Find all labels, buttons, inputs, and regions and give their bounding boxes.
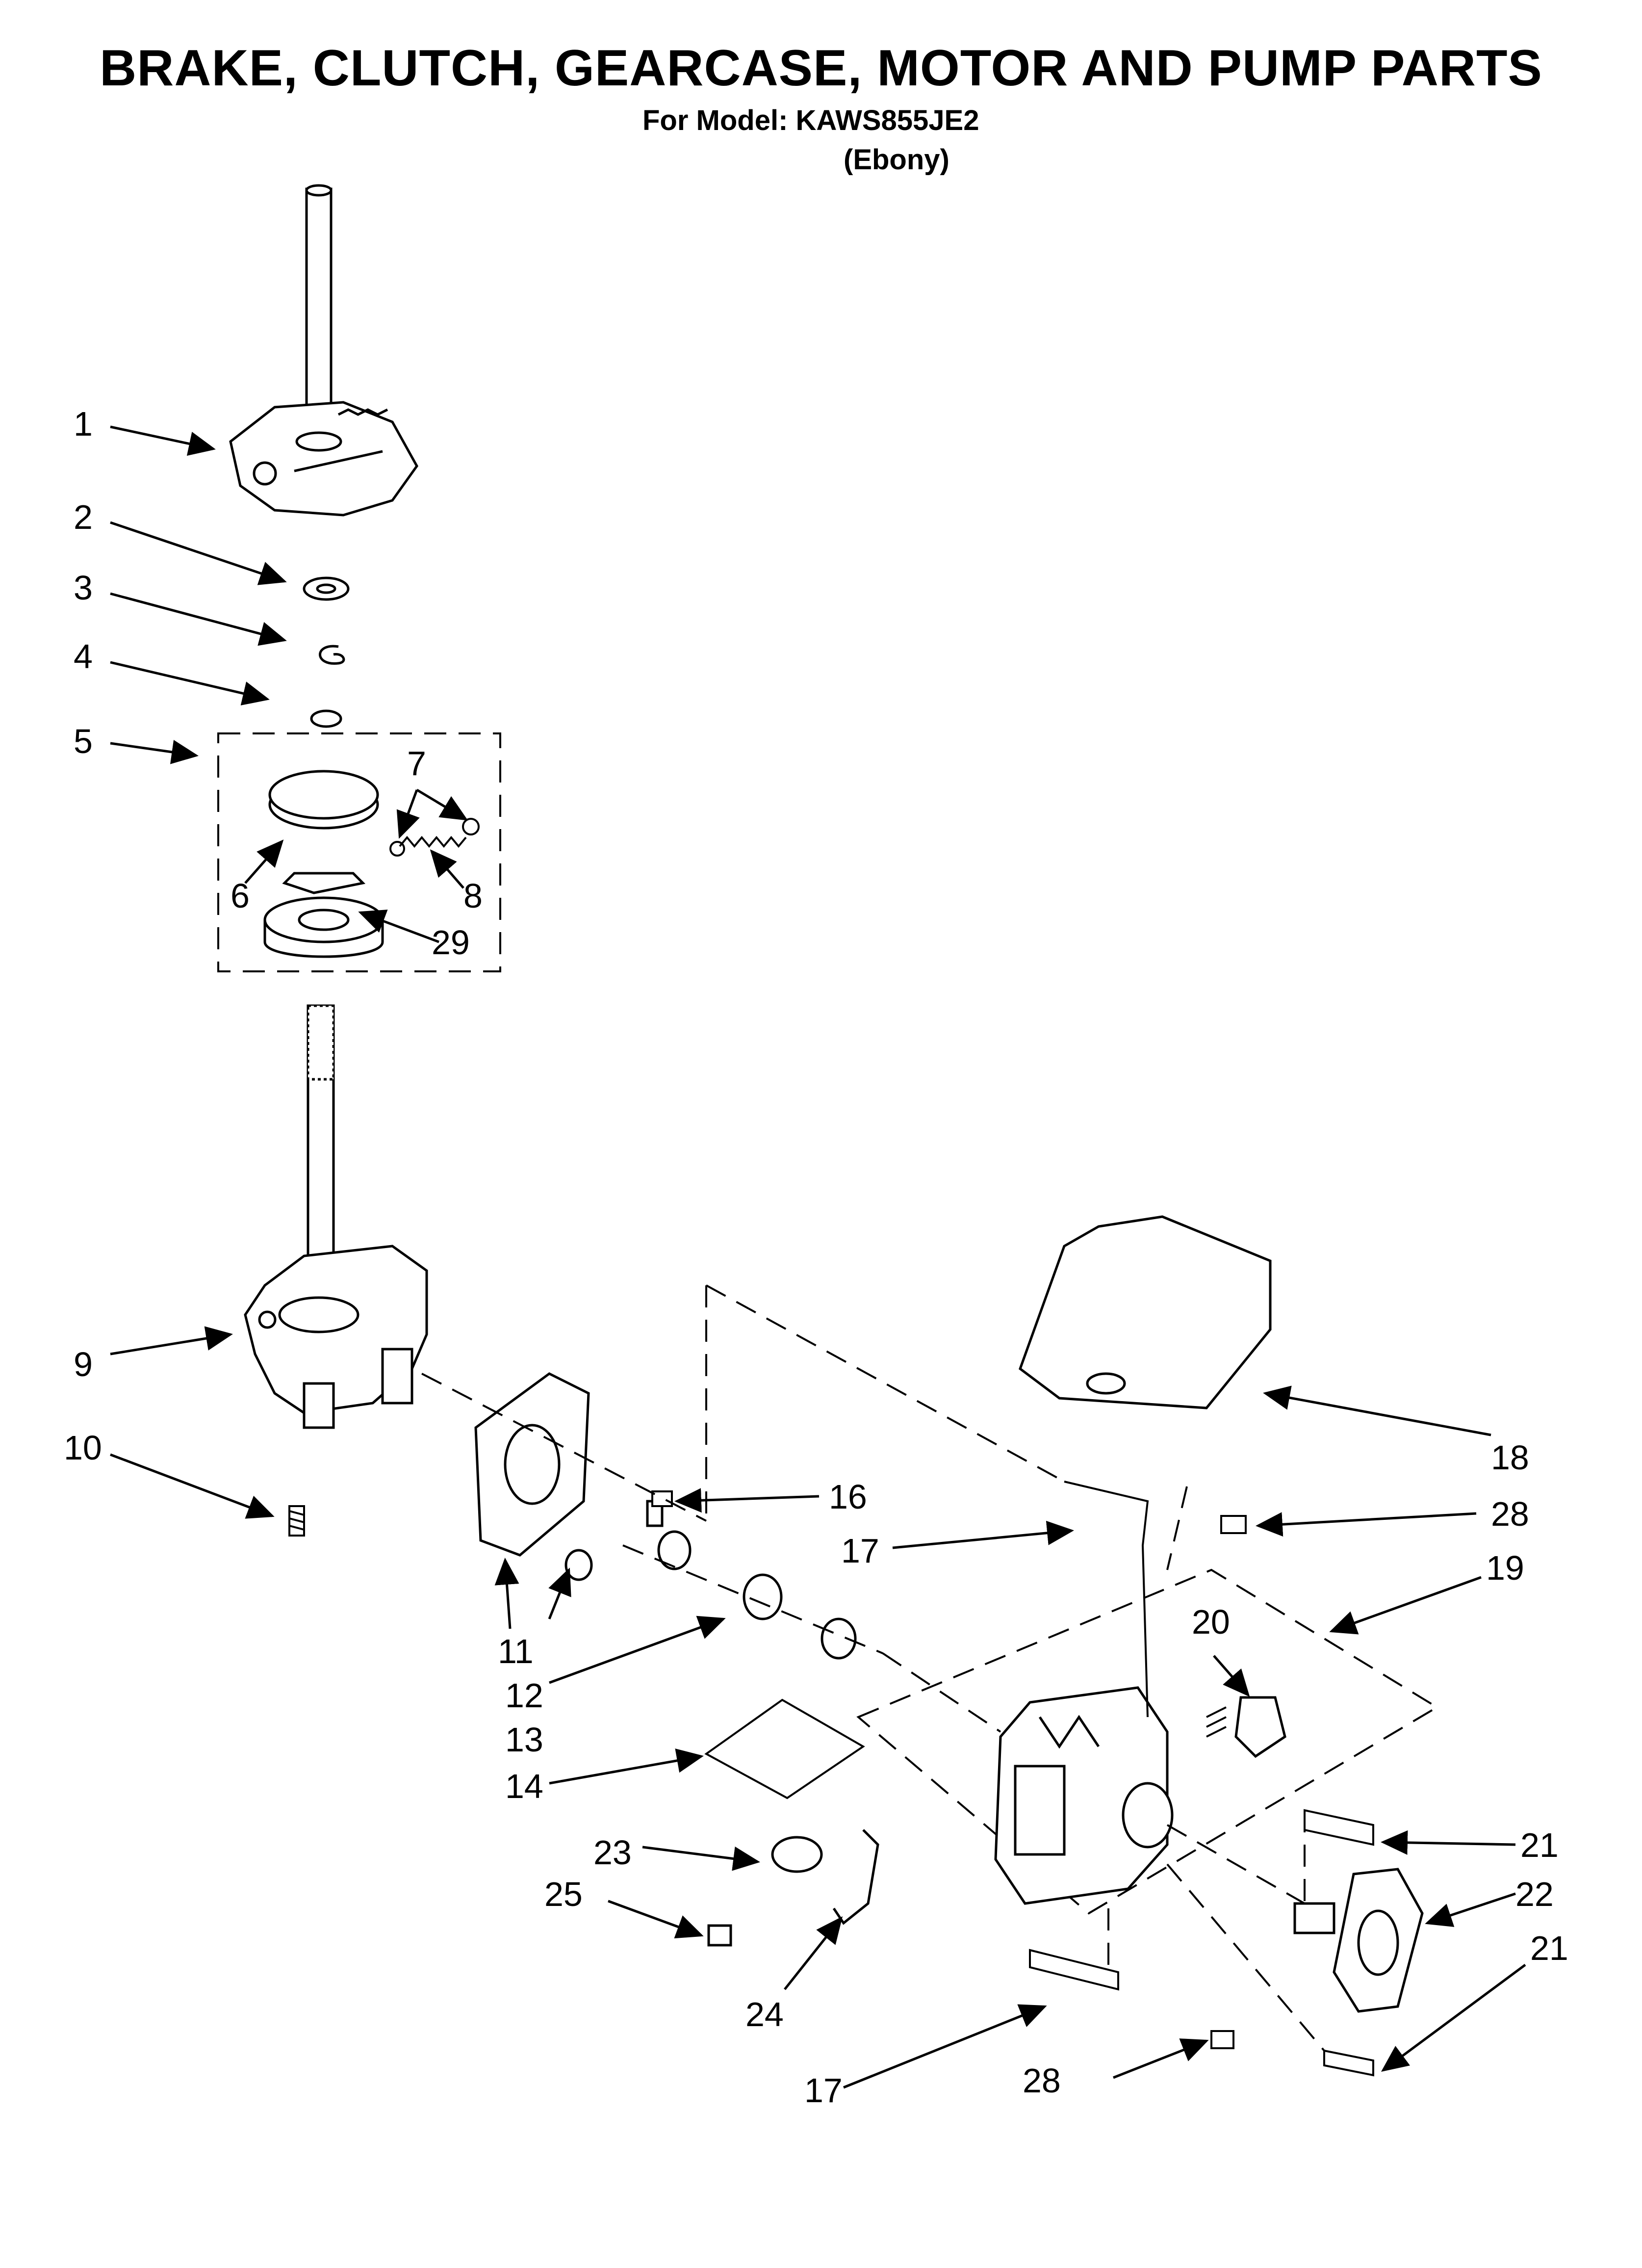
callout-label: 12 (505, 1676, 543, 1715)
coupler-parts (564, 1500, 857, 1660)
callout-label: 2 (74, 498, 93, 536)
drive-motor (994, 1686, 1174, 1905)
clutch-kit-box (217, 732, 501, 972)
thermal-shield (704, 1698, 865, 1799)
pump-assembly (1293, 1868, 1424, 2013)
callout-label: 17 (804, 2071, 843, 2110)
dash-guides (421, 1284, 1325, 2052)
mount-brackets (1029, 1809, 1374, 2077)
brake-assembly (229, 401, 418, 517)
callout-label: 6 (231, 877, 250, 915)
callout-label: 22 (1515, 1875, 1554, 1913)
model-number: For Model: KAWS855JE2 (642, 104, 979, 136)
retaining-ring-part (310, 645, 345, 728)
motor-switch (1234, 1696, 1286, 1758)
callout-label: 18 (1491, 1438, 1529, 1477)
callout-label: 3 (74, 569, 93, 607)
callout-numbers: 1 2 3 4 5 7 6 8 29 9 10 16 11 17 12 13 1… (64, 405, 1568, 2110)
callout-label: 4 (74, 637, 93, 676)
callout-label: 13 (505, 1721, 543, 1759)
callout-label: 8 (463, 877, 483, 915)
clutch-band (268, 770, 379, 830)
motor-screws (651, 1490, 1247, 2049)
gearcase-screw (288, 1505, 305, 1537)
wiring-harness (1064, 1481, 1227, 1738)
callout-label: 29 (432, 923, 470, 962)
callout-label: 10 (64, 1429, 102, 1467)
callout-label: 19 (1486, 1549, 1524, 1587)
callout-label: 28 (1491, 1495, 1529, 1533)
callout-label: 11 (498, 1632, 534, 1670)
callout-label: 21 (1520, 1826, 1559, 1864)
washer-part (303, 576, 350, 601)
callout-label: 28 (1023, 2061, 1061, 2100)
clutch-drum (263, 872, 384, 958)
model-variant: (Ebony) (844, 144, 949, 176)
drive-shaft-lower (307, 1004, 335, 1292)
callout-label: 9 (74, 1345, 93, 1383)
clutch-spring (389, 818, 480, 857)
callout-label: 25 (544, 1875, 583, 1913)
page-title: BRAKE, CLUTCH, GEARCASE, MOTOR AND PUMP … (100, 40, 1542, 97)
shield-panel-18 (1019, 1215, 1272, 1409)
callout-label: 14 (505, 1767, 543, 1805)
callout-label: 21 (1530, 1929, 1568, 1967)
callout-label: 7 (407, 744, 426, 782)
callout-label: 1 (74, 405, 93, 443)
callout-label: 23 (593, 1833, 632, 1872)
callout-label: 20 (1192, 1603, 1230, 1641)
callout-label: 17 (841, 1532, 879, 1570)
gearcase (244, 1245, 428, 1429)
callout-label: 5 (74, 722, 93, 760)
pump-gasket-plate (474, 1372, 590, 1557)
drive-shaft-upper (305, 184, 333, 445)
callout-label: 24 (745, 1995, 784, 2033)
leader-lines (110, 425, 1526, 2089)
capacitor-and-strap (707, 1829, 879, 1947)
callout-label: 16 (829, 1478, 867, 1516)
